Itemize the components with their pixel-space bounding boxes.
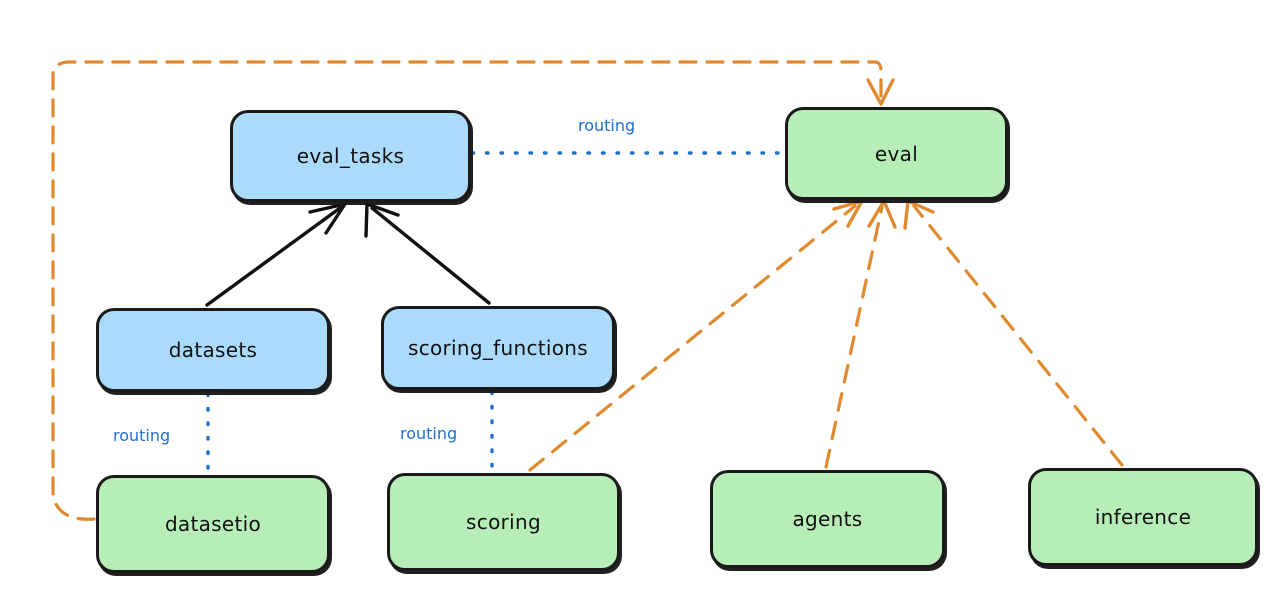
edge-inference-to-eval [903,199,1124,467]
node-eval[interactable]: eval [785,107,1008,200]
node-eval-tasks[interactable]: eval_tasks [230,110,471,202]
node-label: scoring_functions [407,336,589,360]
node-datasetio[interactable]: datasetio [96,475,330,573]
edge-label-routing-eval-tasks: routing [578,116,636,135]
edge-label-routing-datasets: routing [113,426,171,445]
node-label: eval [874,141,919,166]
node-datasets[interactable]: datasets [96,308,330,392]
node-label: datasets [168,338,258,362]
node-scoring-functions[interactable]: scoring_functions [381,306,615,390]
node-agents[interactable]: agents [710,470,945,568]
node-label: datasetio [164,512,262,536]
node-inference[interactable]: inference [1028,468,1258,566]
edge-label-routing-scoring-functions: routing [400,424,458,443]
node-label: eval_tasks [296,144,405,168]
node-label: agents [792,507,863,531]
edge-datasets-to-eval_tasks [205,202,347,307]
edge-scoring_functions-to-eval_tasks [364,202,491,305]
node-label: inference [1094,505,1192,529]
edge-agents-to-eval [824,199,897,469]
node-scoring[interactable]: scoring [387,473,620,571]
edge-datasetio-to-eval [51,60,895,521]
node-label: scoring [466,510,541,534]
